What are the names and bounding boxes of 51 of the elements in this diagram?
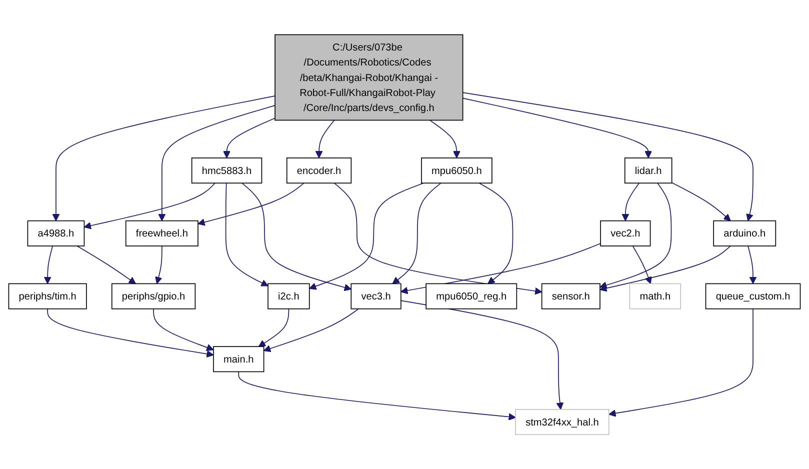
arrow <box>223 118 276 158</box>
arrow <box>334 182 542 295</box>
node-box: mpu6050.h <box>421 157 492 184</box>
arrow <box>671 182 731 221</box>
arrow <box>241 182 352 291</box>
arrow <box>309 182 424 290</box>
node-box: vec3.h <box>350 283 402 310</box>
arrow <box>263 308 359 352</box>
arrow <box>52 95 276 221</box>
node-box: mpu6050_reg.h <box>426 283 518 310</box>
node-box: sensor.h <box>541 283 600 310</box>
node-box: lidar.h <box>624 157 672 184</box>
arrow <box>400 242 601 294</box>
arrow <box>198 182 304 226</box>
node-box: stm32f4xx_hal.h <box>515 408 610 435</box>
arrow <box>622 182 640 221</box>
arrow <box>429 120 460 158</box>
arrow <box>225 182 268 286</box>
arrow <box>600 182 672 289</box>
node-box: i2c.h <box>268 283 310 310</box>
arrow <box>238 371 516 420</box>
arrow <box>392 182 442 284</box>
arrow <box>748 245 757 284</box>
node-box: queue_custom.h <box>705 283 801 310</box>
node-box: encoder.h <box>286 157 352 184</box>
arrow <box>632 245 652 284</box>
arrow <box>315 120 335 158</box>
arrow <box>84 182 216 230</box>
arrow <box>600 245 731 292</box>
arrow <box>462 98 652 158</box>
node-box: C:/Users/073be /Documents/Robotics/Codes /beta/Khangai-Robot/Khangai -Robot-Full/KhangaiRobot-Play /Core/Inc/parts/devs_config.h <box>274 34 464 120</box>
arrow <box>158 104 276 221</box>
node-box: freewheel.h <box>125 220 198 246</box>
node-box: math.h <box>629 283 682 310</box>
arrow <box>155 245 162 284</box>
arrow <box>462 92 754 221</box>
arrow <box>608 308 754 417</box>
arrow <box>478 182 514 284</box>
arrow <box>47 308 214 358</box>
arrow <box>153 308 214 351</box>
node-box: a4988.h <box>27 220 85 246</box>
node-box: periphs/tim.h <box>8 283 87 310</box>
arrow <box>400 300 564 410</box>
node-box: arduino.h <box>713 220 776 246</box>
node-box: main.h <box>213 346 264 372</box>
arrow <box>258 308 290 347</box>
arrow <box>44 245 54 284</box>
node-box: vec2.h <box>600 220 651 246</box>
node-box: periphs/gpio.h <box>111 283 196 310</box>
node-box: hmc5883.h <box>191 157 262 184</box>
arrow <box>76 245 136 284</box>
